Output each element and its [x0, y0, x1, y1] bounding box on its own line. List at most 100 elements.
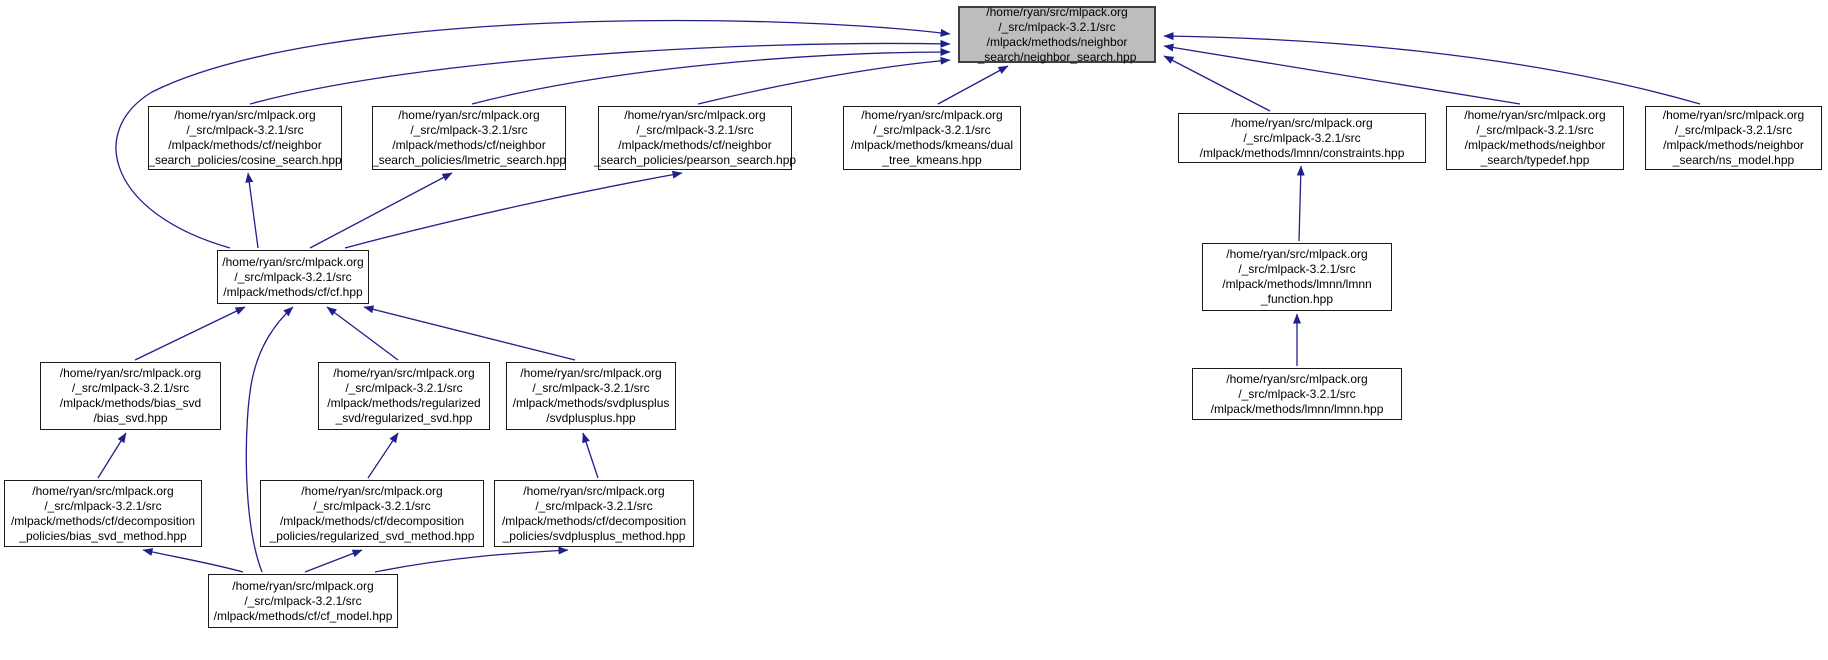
include-edge-biassvd-to-cf	[134, 306, 246, 361]
node-label-line: /_src/mlpack-3.2.1/src	[873, 123, 991, 137]
node-label-line: /home/ryan/src/mlpack.org	[174, 108, 316, 122]
graph-node-dualtree[interactable]: /home/ryan/src/mlpack.org/_src/mlpack-3.…	[843, 106, 1021, 170]
node-label-line: /home/ryan/src/mlpack.org	[398, 108, 540, 122]
node-label-line: /home/ryan/src/mlpack.org	[1662, 108, 1805, 122]
graph-node-typedef[interactable]: /home/ryan/src/mlpack.org/_src/mlpack-3.…	[1446, 106, 1624, 170]
node-label-line: /_src/mlpack-3.2.1/src	[234, 269, 352, 284]
include-edge-lmnnfunc-to-constraints	[1296, 165, 1305, 242]
include-edge-regsvd-to-cf	[326, 306, 399, 361]
node-label-line: _search/neighbor_search.hpp	[977, 49, 1137, 64]
graph-node-biassvd[interactable]: /home/ryan/src/mlpack.org/_src/mlpack-3.…	[40, 362, 221, 430]
node-label-line: _search/ns_model.hpp	[1672, 153, 1795, 167]
node-label-line: /home/ryan/src/mlpack.org	[986, 4, 1128, 19]
node-label-line: _policies/bias_svd_method.hpp	[19, 528, 187, 543]
node-label-line: _search/typedef.hpp	[1480, 153, 1590, 167]
graph-node-regsvd[interactable]: /home/ryan/src/mlpack.org/_src/mlpack-3.…	[318, 362, 490, 430]
node-label-line: /_src/mlpack-3.2.1/src	[1674, 123, 1793, 137]
include-edge-nsmodel-to-root	[1163, 32, 1701, 105]
graph-node-cosine[interactable]: /home/ryan/src/mlpack.org/_src/mlpack-3.…	[148, 106, 342, 170]
node-label-line: /_src/mlpack-3.2.1/src	[410, 123, 528, 137]
node-label-line: /home/ryan/src/mlpack.org	[1226, 247, 1368, 261]
node-label-line: /home/ryan/src/mlpack.org	[523, 483, 665, 498]
node-label-line: _search_policies/cosine_search.hpp	[148, 153, 342, 167]
node-label-line: /_src/mlpack-3.2.1/src	[244, 593, 362, 608]
include-edge-cfmodel-to-regmethod	[304, 549, 363, 573]
include-edge-cfmodel-to-svdppmethod	[374, 546, 569, 573]
graph-node-svdpp[interactable]: /home/ryan/src/mlpack.org/_src/mlpack-3.…	[506, 362, 676, 430]
node-label-line: /mlpack/methods/cf/decomposition	[501, 513, 687, 528]
node-label-line: /_src/mlpack-3.2.1/src	[1238, 386, 1356, 401]
node-label-line: /bias_svd.hpp	[93, 411, 168, 425]
node-label-line: _policies/svdplusplus_method.hpp	[502, 528, 686, 543]
node-label-line: /home/ryan/src/mlpack.org	[1226, 371, 1368, 386]
node-label-line: /_src/mlpack-3.2.1/src	[998, 19, 1116, 34]
include-edge-cfmodel-to-cf	[245, 306, 294, 573]
node-label-line: /_src/mlpack-3.2.1/src	[44, 498, 162, 513]
node-label-line: /_src/mlpack-3.2.1/src	[186, 123, 304, 137]
node-label-line: /_src/mlpack-3.2.1/src	[71, 381, 190, 395]
node-label-line: /mlpack/methods/cf/cf.hpp	[223, 284, 363, 299]
graph-node-svdppmethod[interactable]: /home/ryan/src/mlpack.org/_src/mlpack-3.…	[494, 480, 694, 547]
node-label-line: /mlpack/methods/cf/neighbor	[618, 138, 772, 152]
include-edge-typedef-to-root	[1163, 43, 1521, 105]
node-label-line: /_src/mlpack-3.2.1/src	[535, 498, 653, 513]
node-label-line: /home/ryan/src/mlpack.org	[624, 108, 766, 122]
node-label-line: /_src/mlpack-3.2.1/src	[532, 381, 650, 395]
include-edge-constraints-to-root	[1163, 55, 1271, 112]
graph-node-root[interactable]: /home/ryan/src/mlpack.org/_src/mlpack-3.…	[958, 4, 1156, 64]
include-edge-svdppmethod-to-svdpp	[582, 432, 599, 479]
include-edge-pearson-to-root	[697, 56, 951, 105]
node-label-line: _svd/regularized_svd.hpp	[335, 411, 473, 425]
graph-node-lmetric[interactable]: /home/ryan/src/mlpack.org/_src/mlpack-3.…	[372, 106, 566, 170]
include-edge-regmethod-to-regsvd	[367, 432, 399, 479]
node-label-line: /home/ryan/src/mlpack.org	[861, 108, 1003, 122]
graph-node-biasmethod[interactable]: /home/ryan/src/mlpack.org/_src/mlpack-3.…	[4, 480, 202, 547]
graph-node-lmnn[interactable]: /home/ryan/src/mlpack.org/_src/mlpack-3.…	[1192, 368, 1402, 420]
graph-node-pearson[interactable]: /home/ryan/src/mlpack.org/_src/mlpack-3.…	[594, 106, 796, 170]
node-label-line: /mlpack/methods/regularized	[327, 396, 481, 410]
node-label-line: /mlpack/methods/lmnn/lmnn.hpp	[1210, 401, 1384, 416]
include-edge-cosine-to-root	[249, 39, 951, 105]
graph-node-cf[interactable]: /home/ryan/src/mlpack.org/_src/mlpack-3.…	[217, 250, 369, 304]
node-label-line: _tree_kmeans.hpp	[882, 153, 982, 167]
node-label-line: /_src/mlpack-3.2.1/src	[1238, 262, 1356, 276]
node-label-line: _search_policies/lmetric_search.hpp	[371, 153, 567, 167]
graph-node-lmnnfunc[interactable]: /home/ryan/src/mlpack.org/_src/mlpack-3.…	[1202, 243, 1392, 311]
node-label-line: /mlpack/methods/lmnn/constraints.hpp	[1199, 145, 1405, 160]
include-edge-dualtree-to-root	[937, 65, 1009, 105]
graph-node-cfmodel[interactable]: /home/ryan/src/mlpack.org/_src/mlpack-3.…	[208, 574, 398, 628]
include-edge-biasmethod-to-biassvd	[97, 432, 127, 479]
node-label-line: /_src/mlpack-3.2.1/src	[636, 123, 754, 137]
include-edge-lmetric-to-root	[471, 48, 951, 105]
node-label-line: /home/ryan/src/mlpack.org	[1464, 108, 1606, 122]
include-edge-cfmodel-to-biasmethod	[142, 548, 244, 573]
node-label-line: /home/ryan/src/mlpack.org	[222, 254, 364, 269]
graph-node-constraints[interactable]: /home/ryan/src/mlpack.org/_src/mlpack-3.…	[1178, 113, 1426, 163]
node-label-line: /home/ryan/src/mlpack.org	[1231, 115, 1373, 130]
node-label-line: /mlpack/methods/cf/neighbor	[168, 138, 322, 152]
node-label-line: /home/ryan/src/mlpack.org	[232, 578, 374, 593]
graph-node-nsmodel[interactable]: /home/ryan/src/mlpack.org/_src/mlpack-3.…	[1645, 106, 1822, 170]
node-label-line: /_src/mlpack-3.2.1/src	[1243, 130, 1361, 145]
node-label-line: /_src/mlpack-3.2.1/src	[313, 498, 431, 513]
node-label-line: _function.hpp	[1260, 292, 1334, 306]
node-label-line: /home/ryan/src/mlpack.org	[32, 483, 174, 498]
node-label-line: /mlpack/methods/neighbor	[1464, 138, 1606, 152]
node-label-line: /home/ryan/src/mlpack.org	[333, 366, 475, 380]
include-edge-cf-to-pearson	[344, 170, 683, 249]
node-label-line: /mlpack/methods/neighbor	[986, 34, 1128, 49]
node-label-line: /mlpack/methods/cf/cf_model.hpp	[213, 608, 393, 623]
node-label-line: /mlpack/methods/cf/decomposition	[10, 513, 196, 528]
node-label-line: /mlpack/methods/lmnn/lmnn	[1222, 277, 1372, 291]
node-label-line: /home/ryan/src/mlpack.org	[59, 366, 202, 380]
include-edge-cf-to-lmetric	[309, 172, 453, 249]
node-label-line: /_src/mlpack-3.2.1/src	[1476, 123, 1594, 137]
node-label-line: /home/ryan/src/mlpack.org	[301, 483, 443, 498]
node-label-line: /mlpack/methods/neighbor	[1663, 138, 1804, 152]
graph-node-regmethod[interactable]: /home/ryan/src/mlpack.org/_src/mlpack-3.…	[260, 480, 484, 547]
node-label-line: /home/ryan/src/mlpack.org	[520, 366, 662, 380]
include-edge-cf-to-root	[115, 19, 951, 249]
include-edge-svdpp-to-cf	[363, 305, 576, 361]
